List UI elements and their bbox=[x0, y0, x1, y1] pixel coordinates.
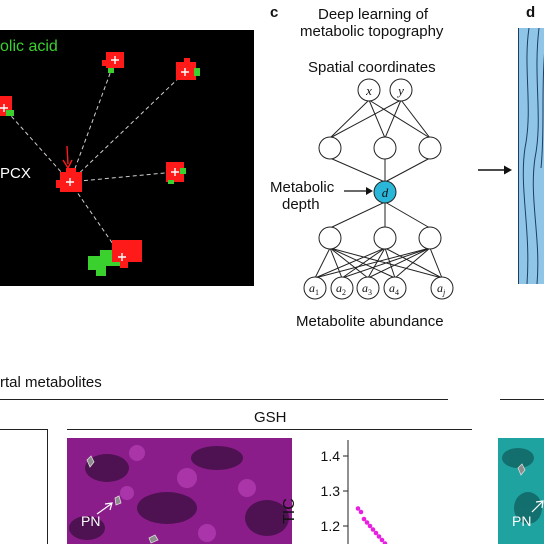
latent-arrow-icon bbox=[344, 187, 373, 195]
gsh-panel-title: GSH bbox=[254, 409, 287, 426]
pn-arrow-icon bbox=[96, 502, 113, 515]
input-node-x bbox=[357, 78, 381, 102]
centroid-cross bbox=[66, 178, 74, 186]
output-node-label: a1 bbox=[309, 281, 319, 297]
hidden-node bbox=[418, 226, 442, 250]
scatter-point bbox=[361, 516, 367, 522]
panel-c-title-line1: Deep learning of bbox=[318, 6, 429, 23]
connection-line bbox=[3, 107, 71, 183]
panel-b-overlay bbox=[0, 52, 200, 276]
left-panel-frame bbox=[47, 429, 48, 544]
hidden-node bbox=[373, 136, 397, 160]
scatter-point bbox=[367, 523, 373, 529]
hidden-node bbox=[318, 226, 342, 250]
network-edges bbox=[314, 99, 443, 279]
panel-c-title-line2: metabolic topography bbox=[300, 23, 444, 40]
cell-cluster-top bbox=[102, 52, 124, 73]
connection-lines bbox=[3, 59, 186, 258]
section-divider-right bbox=[500, 399, 544, 400]
tic-scatter-plot: 1.4 1.3 1.2 bbox=[321, 440, 388, 544]
panel-d-letter: d bbox=[526, 4, 536, 21]
centroid-cross bbox=[0, 104, 8, 112]
section-divider bbox=[0, 399, 448, 400]
latent-label-line1: Metabolic bbox=[270, 179, 335, 196]
cell-cluster-top-right bbox=[176, 58, 200, 80]
latent-label-line2: depth bbox=[282, 196, 320, 213]
latent-node-label: d bbox=[382, 185, 389, 200]
hidden-node bbox=[373, 226, 397, 250]
cell-cluster-center bbox=[56, 168, 82, 192]
output-label: Metabolite abundance bbox=[296, 313, 444, 330]
legend-label: olic acid bbox=[0, 38, 58, 55]
pn-marker bbox=[86, 455, 95, 468]
scatter-point bbox=[355, 506, 361, 511]
centroid-cross bbox=[118, 253, 126, 261]
centroid-cross bbox=[171, 168, 179, 176]
panel-d-contour-map bbox=[518, 28, 544, 284]
hidden-node bbox=[318, 136, 342, 160]
gsh-tissue-image: PN bbox=[67, 438, 292, 544]
cell-cluster-bottom bbox=[88, 240, 142, 276]
output-node-label: aj bbox=[437, 281, 446, 297]
pn-label-right: PN bbox=[512, 513, 532, 529]
pn-label: PN bbox=[81, 513, 101, 529]
connection-line bbox=[69, 71, 186, 183]
input-node-x-label: x bbox=[365, 83, 372, 98]
panel-b-image: olic acid PCX bbox=[0, 30, 254, 286]
output-node bbox=[430, 276, 454, 300]
y-tick-label: 1.3 bbox=[321, 483, 341, 499]
centroid-markers bbox=[0, 56, 189, 261]
output-node-label: a2 bbox=[336, 281, 346, 297]
panel-c-letter: c bbox=[270, 4, 279, 21]
latent-node-d bbox=[373, 180, 397, 204]
scatter-point bbox=[376, 534, 382, 539]
output-node bbox=[356, 276, 380, 300]
section-title: rtal metabolites bbox=[0, 374, 102, 391]
pn-marker bbox=[517, 463, 526, 476]
network-diagram: x y d a1 a2 a3 a4 aj bbox=[303, 78, 454, 300]
centroid-cross bbox=[181, 68, 189, 76]
y-tick-label: 1.2 bbox=[321, 518, 341, 534]
connection-line bbox=[69, 59, 116, 183]
input-node-y-label: y bbox=[396, 83, 404, 98]
flow-arrow-icon bbox=[478, 165, 512, 175]
network-nodes bbox=[303, 78, 454, 300]
cell-cluster-right bbox=[166, 162, 186, 184]
centroid-cross bbox=[111, 56, 119, 64]
y-axis-label: TIC bbox=[281, 498, 298, 524]
scatter-point bbox=[382, 541, 388, 544]
pn-marker bbox=[114, 495, 122, 506]
scatter-point bbox=[373, 530, 379, 536]
pcx-arrow-icon bbox=[62, 145, 73, 170]
output-node-label: a4 bbox=[389, 281, 399, 297]
hidden-node bbox=[418, 136, 442, 160]
connection-line bbox=[69, 181, 123, 258]
pn-arrow-icon bbox=[531, 500, 544, 513]
cyan-tissue-image: PN bbox=[498, 438, 544, 544]
gsh-panel-rule bbox=[67, 429, 472, 430]
scatter-point bbox=[379, 537, 385, 543]
pn-marker bbox=[148, 534, 159, 544]
left-panel-rule bbox=[0, 429, 48, 430]
pcx-label: PCX bbox=[0, 165, 31, 182]
scatter-point bbox=[364, 520, 370, 525]
y-tick-label: 1.4 bbox=[321, 448, 341, 464]
output-node bbox=[383, 276, 407, 300]
cell-cluster-left bbox=[0, 96, 14, 116]
scatter-point bbox=[370, 527, 376, 532]
input-node-y bbox=[389, 78, 413, 102]
input-label: Spatial coordinates bbox=[308, 59, 436, 76]
output-node bbox=[303, 276, 327, 300]
output-node bbox=[330, 276, 354, 300]
scatter-point bbox=[358, 509, 364, 515]
connection-line bbox=[69, 171, 176, 183]
output-node-label: a3 bbox=[362, 281, 372, 297]
